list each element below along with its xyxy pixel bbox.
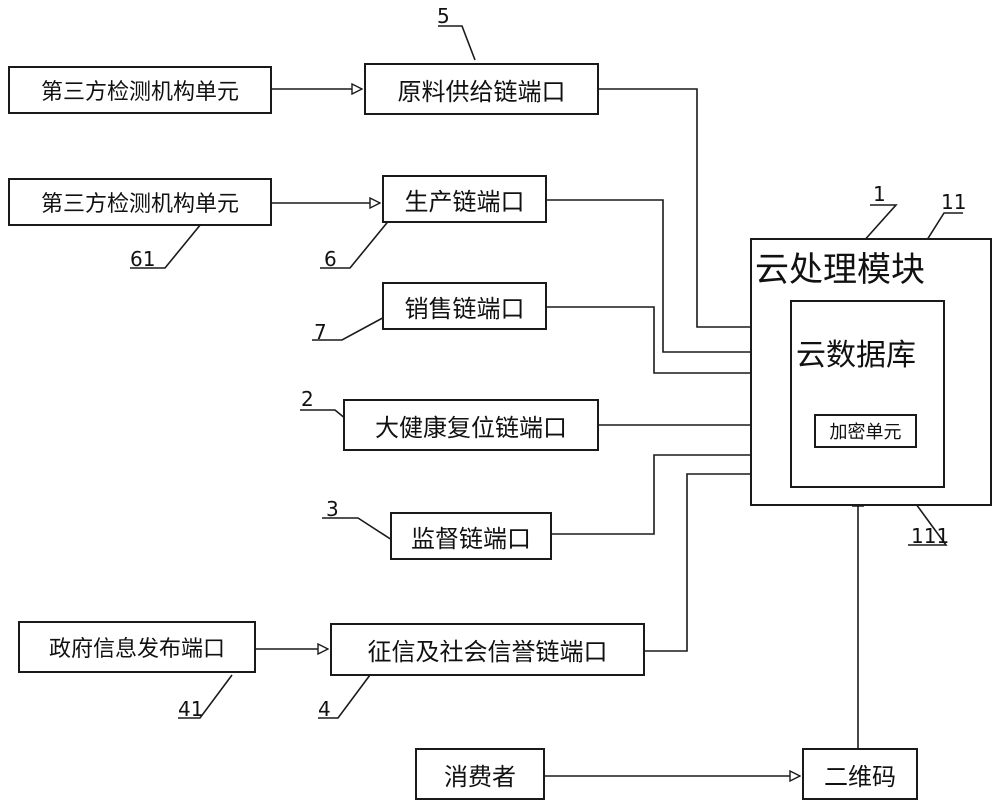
third-party-unit-box-2: 第三方检测机构单元 bbox=[8, 178, 272, 226]
ref-label-4: 4 bbox=[318, 697, 331, 721]
ref-label-111: 111 bbox=[911, 524, 950, 548]
gov-info-port-label: 政府信息发布端口 bbox=[48, 637, 225, 662]
ref-label-5: 5 bbox=[437, 4, 450, 28]
raw-material-port-label: 原料供给链端口 bbox=[397, 77, 566, 106]
leader-3 bbox=[322, 517, 393, 541]
third-party-unit-label-1: 第三方检测机构单元 bbox=[40, 80, 239, 105]
ref-label-61: 61 bbox=[130, 247, 156, 271]
arrow-raw-to-db bbox=[598, 88, 788, 327]
credit-port-label: 征信及社会信誉链端口 bbox=[367, 638, 608, 666]
encryption-unit-label: 加密单元 bbox=[829, 422, 902, 443]
third-party-unit-label-2: 第三方检测机构单元 bbox=[40, 192, 239, 217]
ref-label-2: 2 bbox=[301, 387, 314, 411]
leader-61 bbox=[130, 212, 211, 269]
leader-41 bbox=[178, 674, 233, 719]
qr-code-box: 二维码 bbox=[802, 748, 918, 800]
arrow-credit-to-db bbox=[644, 474, 788, 652]
ref-label-41: 41 bbox=[178, 697, 204, 721]
credit-port-box: 征信及社会信誉链端口 bbox=[330, 623, 645, 676]
sales-port-label: 销售链端口 bbox=[404, 294, 525, 323]
leader-7 bbox=[312, 313, 391, 341]
cloud-db-title: 云数据库 bbox=[796, 338, 916, 373]
arrow-sales-to-db bbox=[546, 306, 788, 373]
ref-label-7: 7 bbox=[314, 320, 327, 344]
health-reset-port-label: 大健康复位链端口 bbox=[375, 413, 567, 442]
arrow-production-to-db bbox=[546, 199, 788, 352]
consumer-label: 消费者 bbox=[444, 762, 516, 791]
sales-port-box: 销售链端口 bbox=[382, 282, 547, 330]
supervision-port-label: 监督链端口 bbox=[411, 524, 531, 553]
health-reset-port-box: 大健康复位链端口 bbox=[343, 399, 599, 451]
ref-label-6: 6 bbox=[324, 247, 337, 271]
cloud-module-title: 云处理模块 bbox=[755, 250, 925, 290]
production-port-box: 生产链端口 bbox=[382, 175, 547, 223]
encryption-unit-box: 加密单元 bbox=[814, 414, 917, 448]
leader-6 bbox=[320, 212, 396, 269]
ref-label-11: 11 bbox=[941, 190, 967, 214]
ref-label-3: 3 bbox=[326, 497, 339, 521]
supervision-port-box: 监督链端口 bbox=[390, 512, 552, 560]
leader-1 bbox=[861, 204, 898, 244]
gov-info-port-box: 政府信息发布端口 bbox=[18, 621, 256, 673]
cloud-db-box bbox=[790, 300, 945, 488]
third-party-unit-box-1: 第三方检测机构单元 bbox=[8, 66, 272, 114]
arrow-supervision-to-db bbox=[551, 455, 788, 535]
ref-label-1: 1 bbox=[873, 182, 886, 206]
raw-material-port-box: 原料供给链端口 bbox=[364, 63, 599, 115]
leader-4 bbox=[318, 674, 371, 719]
consumer-box: 消费者 bbox=[415, 748, 545, 800]
qr-code-label: 二维码 bbox=[824, 762, 896, 791]
leader-5 bbox=[438, 25, 476, 61]
production-port-label: 生产链端口 bbox=[404, 187, 525, 216]
